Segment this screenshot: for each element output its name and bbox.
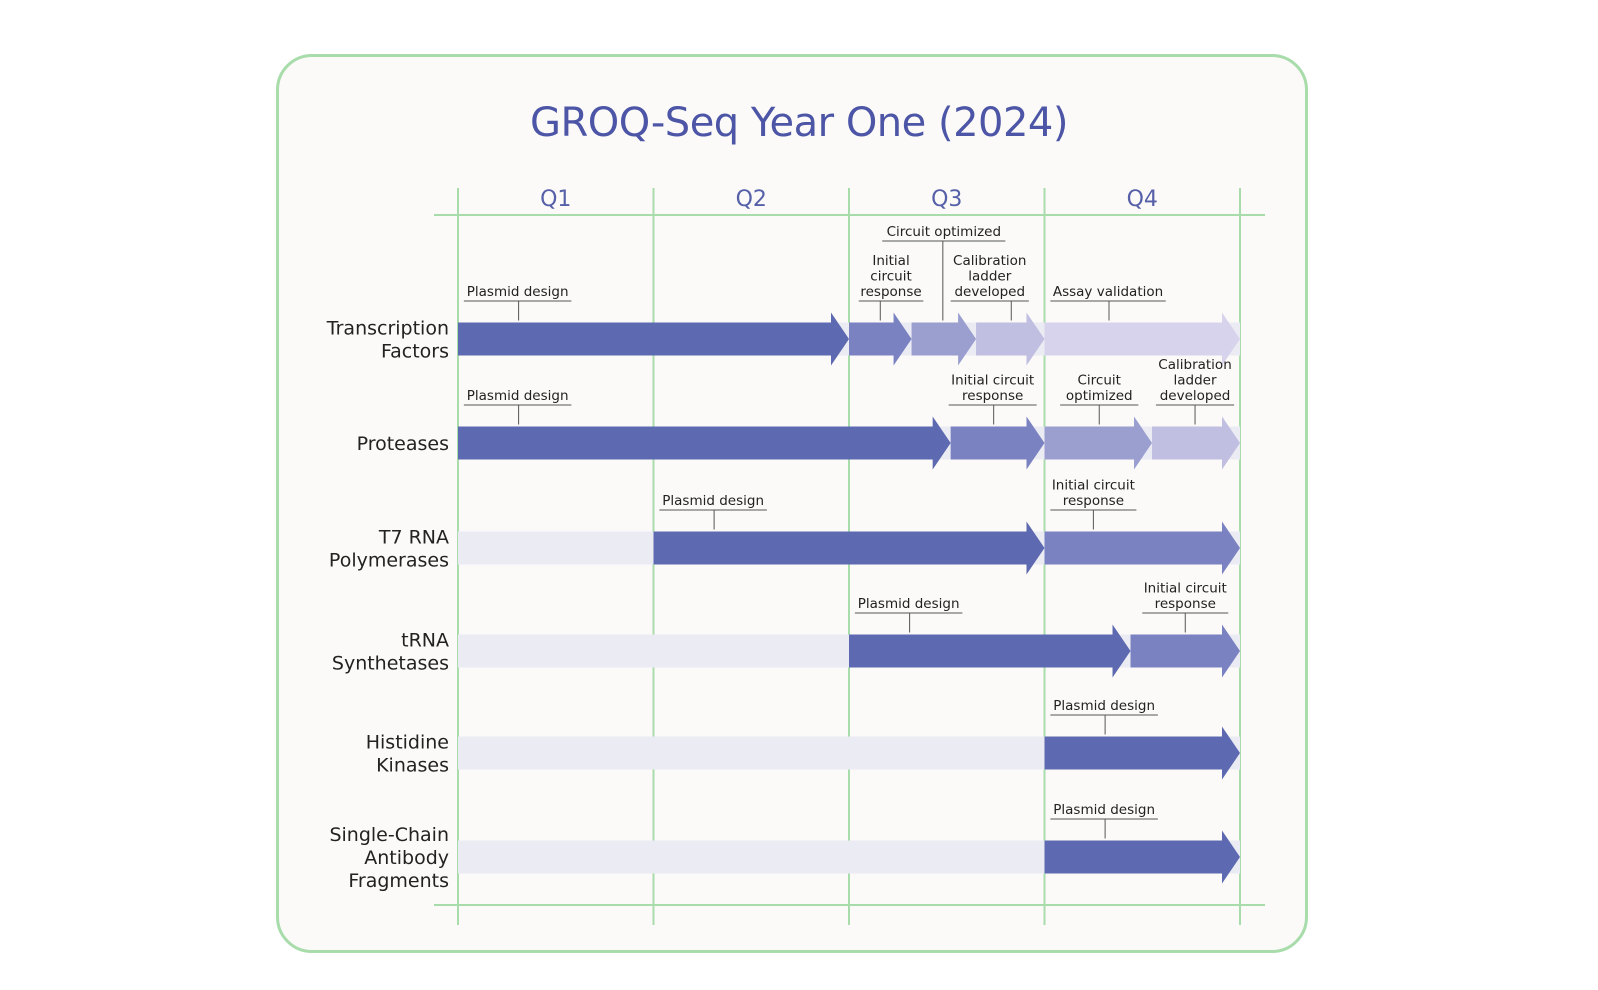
phase-arrow-initial-circuit-response [950,416,1045,470]
quarter-label-q4: Q4 [1127,187,1158,212]
callout-label: response [1063,493,1124,509]
phase-arrow-calibration-ladder [976,312,1045,366]
phase-arrow-plasmid-design [1044,830,1240,884]
row-label: Proteases [357,433,449,455]
callout-label: Assay validation [1053,284,1163,300]
phase-arrow-assay-validation [1044,312,1240,366]
callout-label: Plasmid design [467,388,569,404]
callout-label: response [860,284,921,300]
page-title: GROQ-Seq Year One (2024) [530,100,1068,146]
row-label: Synthetases [332,653,449,675]
row-label: Antibody [364,847,449,869]
callout-label: Calibration [1158,357,1231,373]
row-label: Transcription [326,318,449,340]
callout-label: Plasmid design [467,284,569,300]
callout-label: ladder [968,269,1011,285]
phase-arrow-initial-circuit-response [1130,624,1240,678]
phase-arrow-plasmid-design [653,521,1045,575]
callout-label: Initial circuit [1052,478,1135,494]
phase-arrow-plasmid-design [849,624,1131,678]
phase-arrow-circuit-optimized [1044,416,1153,470]
callout-label: Circuit optimized [887,224,1001,240]
callout-label: Circuit [1078,373,1121,389]
callout-label: developed [1160,388,1231,404]
phase-arrow-plasmid-design [458,416,951,470]
callout-label: circuit [870,269,911,285]
phase-arrow-calibration-ladder [1152,416,1240,470]
callout-label: Calibration [953,253,1026,269]
callout-label: Initial circuit [1144,581,1227,597]
row-label: Fragments [348,870,449,892]
phase-arrow-initial-circuit-response [849,312,912,366]
row-label: Polymerases [329,550,449,572]
row-label: T7 RNA [378,527,449,549]
callout-label: response [1155,596,1216,612]
callout-label: developed [954,284,1025,300]
callout-label: Initial [872,253,909,269]
phase-arrow-initial-circuit-response [1044,521,1240,575]
callout-label: optimized [1066,388,1133,404]
quarter-label-q3: Q3 [931,187,962,212]
callout-label: Plasmid design [1053,698,1155,714]
row-label: Kinases [376,755,449,777]
row-label: tRNA [401,630,449,652]
callout-label: Plasmid design [662,493,764,509]
callout-label: response [962,388,1023,404]
callout-label: Plasmid design [858,596,960,612]
quarter-label-q1: Q1 [540,187,571,212]
phase-arrow-plasmid-design [1044,726,1240,780]
quarter-label-q2: Q2 [736,187,767,212]
callout-label: ladder [1174,373,1217,389]
row-label: Histidine [366,732,449,754]
phase-arrow-circuit-optimized [911,312,977,366]
row-label: Factors [381,341,449,363]
callout-label: Initial circuit [951,373,1034,389]
callout-label: Plasmid design [1053,802,1155,818]
phase-arrow-plasmid-design [458,312,849,366]
row-label: Single-Chain [329,824,449,846]
